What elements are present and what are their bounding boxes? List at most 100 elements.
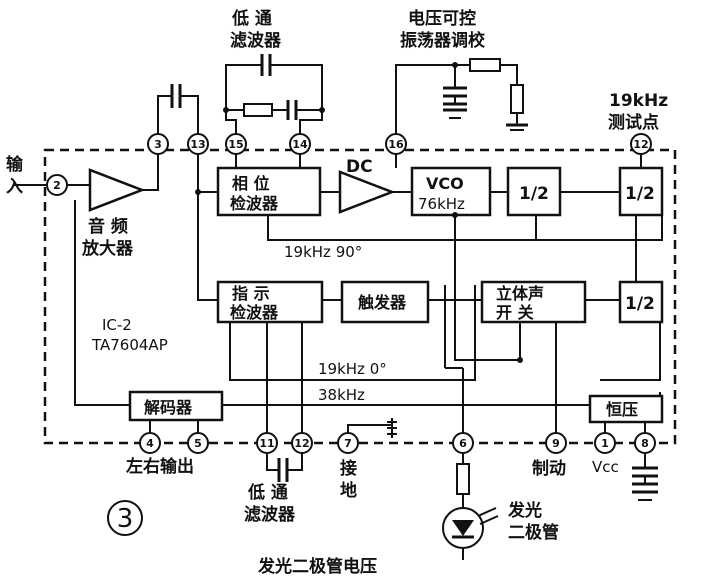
bottom-lpf-capacitor <box>277 458 293 482</box>
wires <box>14 64 663 560</box>
pin-11: 11 <box>256 432 278 454</box>
pin-3: 3 <box>147 133 169 155</box>
svg-text:9: 9 <box>552 437 560 450</box>
ground-label-2: 地 <box>340 480 357 501</box>
svg-text:12: 12 <box>633 138 648 151</box>
vco-label-2: 76kHz <box>418 195 465 213</box>
divider-label-a: 1/2 <box>519 184 549 204</box>
phase-detector-label-1: 相 位 <box>232 174 270 193</box>
test-point-label-1: 19kHz <box>609 91 668 111</box>
pins: 2 3 13 15 14 16 12 4 5 11 12 7 6 9 1 8 <box>46 133 656 454</box>
pin-14: 14 <box>289 133 311 155</box>
decoder-label: 解码器 <box>144 398 193 417</box>
vco-trim-capacitor <box>443 86 467 119</box>
led-label-1: 发光 <box>507 500 542 521</box>
svg-text:4: 4 <box>146 437 154 450</box>
input-label-2: 入 <box>6 177 23 197</box>
pin-12-bottom: 12 <box>291 432 313 454</box>
regulator-block <box>588 394 664 424</box>
brake-label: 制动 <box>532 458 566 479</box>
pin-12-top: 12 <box>630 133 652 155</box>
phase-detector-block <box>216 166 322 217</box>
svg-text:13: 13 <box>190 138 205 151</box>
lowpass-bottom-label-2: 滤波器 <box>244 504 296 525</box>
lowpass-top-label-1: 低 通 <box>231 8 272 29</box>
junctions <box>195 62 523 363</box>
lpf-capacitor <box>260 54 276 76</box>
svg-text:5: 5 <box>194 437 202 450</box>
svg-text:3: 3 <box>154 138 162 151</box>
pin-8: 8 <box>634 432 656 454</box>
svg-text:8: 8 <box>641 437 649 450</box>
svg-text:6: 6 <box>459 437 467 450</box>
pin-1: 1 <box>594 432 616 454</box>
figure-number-circle <box>107 500 143 536</box>
vco-trim-resistor-2 <box>510 84 524 114</box>
labels: 输 入 低 通 滤波器 电压可控 振荡器调校 19kHz 测试点 DC 相 位 … <box>6 8 668 577</box>
trigger-block <box>340 280 430 324</box>
components <box>170 54 658 549</box>
pin-4: 4 <box>139 432 161 454</box>
indicator-detector-label-1: 指 示 <box>232 284 270 303</box>
signal-19khz-90: 19kHz 90° <box>284 243 362 261</box>
stereo-switch-label-1: 立体声 <box>496 284 544 303</box>
coupling-capacitor <box>170 84 186 108</box>
lr-output-label: 左右输出 <box>126 456 194 477</box>
audio-amp-label-1: 音 频 <box>88 216 128 237</box>
pin-15: 15 <box>225 133 247 155</box>
svg-text:7: 7 <box>344 437 352 450</box>
trigger-label: 触发器 <box>357 293 407 312</box>
signal-19khz-0: 19kHz 0° <box>318 360 387 378</box>
audio-amp-block <box>88 168 146 212</box>
led-icon <box>442 507 499 549</box>
stereo-switch-label-2: 开 关 <box>496 303 534 322</box>
lowpass-top-label-2: 滤波器 <box>230 30 282 51</box>
ic-boundary <box>43 148 677 445</box>
ground-pin7-symbol <box>387 418 397 438</box>
phase-detector-label-2: 检波器 <box>230 194 279 213</box>
svg-text:15: 15 <box>228 138 243 151</box>
svg-text:12: 12 <box>294 437 309 450</box>
divider-label-c: 1/2 <box>625 294 655 314</box>
divider-label-b: 1/2 <box>625 184 655 204</box>
dc-amp-block <box>338 170 396 214</box>
svg-text:11: 11 <box>259 437 274 450</box>
pin-6: 6 <box>452 432 474 454</box>
pin-16: 16 <box>385 133 407 155</box>
pin-2: 2 <box>46 174 68 196</box>
ground-symbol <box>506 123 528 131</box>
indicator-detector-block <box>216 280 324 324</box>
pin-5: 5 <box>187 432 209 454</box>
ic-label-1: IC-2 <box>102 316 132 334</box>
dc-label: DC <box>346 157 373 177</box>
vcc-label: Vcc <box>592 458 619 476</box>
divider-block-c <box>618 280 664 324</box>
svg-text:14: 14 <box>292 138 308 151</box>
lowpass-bottom-label-1: 低 通 <box>247 482 288 503</box>
indicator-detector-label-2: 检波器 <box>230 303 279 322</box>
divider-block-b <box>618 166 664 217</box>
vco-trim-resistor <box>469 58 501 72</box>
svg-text:16: 16 <box>388 138 404 151</box>
lpf-capacitor-2 <box>286 100 298 120</box>
audio-amp-label-2: 放大器 <box>81 238 134 259</box>
pin-9: 9 <box>545 432 567 454</box>
vco-block <box>410 166 492 217</box>
ground-label-1: 接 <box>340 458 357 479</box>
led-voltage-label: 发光二极管电压 <box>257 556 377 577</box>
ic-label-2: TA7604AP <box>91 336 168 354</box>
lpf-resistor <box>243 103 273 117</box>
svg-text:1: 1 <box>601 437 609 450</box>
divider-block-a <box>506 166 562 217</box>
svg-text:2: 2 <box>53 179 61 192</box>
pin8-capacitor <box>632 466 658 501</box>
vco-label-1: VCO <box>426 174 464 193</box>
signal-38khz: 38kHz <box>318 386 365 404</box>
led-label-2: 二极管 <box>508 522 559 543</box>
input-label-1: 输 <box>6 154 24 175</box>
pin-7: 7 <box>337 432 359 454</box>
decoder-block <box>128 390 224 422</box>
vco-adjust-label-2: 振荡器调校 <box>400 30 486 51</box>
